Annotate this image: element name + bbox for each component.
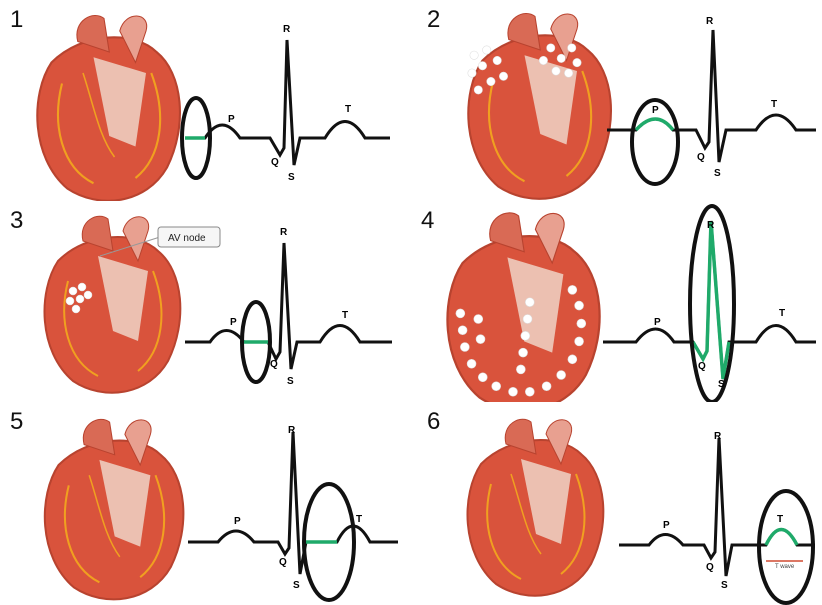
p-label: P: [652, 105, 659, 116]
r-label: R: [707, 220, 715, 231]
heart-illustration: [45, 419, 184, 599]
panel-6: 6 T wave P R Q S T: [411, 402, 822, 605]
panel-2-graphics: P R Q S T: [411, 0, 822, 201]
t-label: T: [779, 308, 785, 319]
ecg-line: [607, 30, 816, 162]
p-label: P: [663, 520, 670, 531]
ecg-trace: P R Q S T: [607, 16, 816, 184]
q-label: Q: [698, 361, 706, 372]
s-label: S: [718, 379, 725, 390]
t-label: T: [342, 310, 348, 321]
t-label: T: [777, 514, 783, 525]
highlighted-segment: [693, 221, 729, 379]
r-label: R: [283, 24, 291, 35]
panel-5: 5 P R Q S T: [0, 402, 411, 605]
panel-3-graphics: AV node P R Q S T: [0, 201, 411, 402]
p-label: P: [654, 317, 661, 328]
q-label: Q: [279, 557, 287, 568]
s-label: S: [721, 580, 728, 591]
t-label: T: [356, 514, 362, 525]
s-label: S: [287, 376, 294, 387]
s-label: S: [293, 580, 300, 591]
panel-6-graphics: T wave P R Q S T: [411, 402, 822, 605]
q-label: Q: [270, 359, 278, 370]
t-wave-note: T wave: [775, 564, 795, 570]
ecg-line: [185, 243, 392, 369]
ecg-trace: P R Q S T: [188, 425, 398, 600]
heart-illustration: [37, 16, 180, 201]
ecg-line: [185, 40, 390, 165]
panel-number: 6: [427, 408, 440, 436]
panel-number: 2: [427, 6, 440, 34]
p-label: P: [230, 317, 237, 328]
heart-illustration: [468, 14, 611, 199]
q-label: Q: [697, 152, 705, 163]
ecg-trace: T wave P R Q S T: [619, 431, 815, 603]
panel-4-graphics: P R Q S T: [411, 201, 822, 402]
r-label: R: [288, 425, 296, 436]
panel-5-graphics: P R Q S T: [0, 402, 411, 605]
t-label: T: [345, 104, 351, 115]
ecg-trace: P R Q S T: [182, 24, 390, 183]
ecg-line: [619, 438, 815, 576]
panel-2: 2 P R: [411, 0, 822, 201]
r-label: R: [714, 431, 722, 442]
q-label: Q: [271, 157, 279, 168]
panel-number: 1: [10, 6, 23, 34]
highlight-ellipse: [759, 491, 813, 603]
p-label: P: [234, 516, 241, 527]
heart-illustration: [467, 419, 603, 595]
heart-illustration: [447, 213, 599, 402]
ecg-trace: P R Q S T: [603, 206, 816, 402]
ecg-trace: P R Q S T: [185, 227, 392, 387]
highlighted-segment: [766, 530, 797, 546]
q-label: Q: [706, 562, 714, 573]
t-label: T: [771, 99, 777, 110]
panel-3: 3 AV node P: [0, 201, 411, 402]
s-label: S: [288, 172, 295, 183]
panel-number: 3: [10, 207, 23, 235]
callout-label: AV node: [168, 233, 206, 244]
panel-number: 5: [10, 408, 23, 436]
panel-1: 1 P R Q S T: [0, 0, 411, 201]
panel-4: 4: [411, 201, 822, 402]
r-label: R: [706, 16, 714, 27]
p-label: P: [228, 114, 235, 125]
highlighted-segment: [636, 119, 673, 130]
s-label: S: [714, 168, 721, 179]
panel-number: 4: [421, 207, 434, 235]
r-label: R: [280, 227, 288, 238]
panel-1-graphics: P R Q S T: [0, 0, 411, 201]
ecg-line: [188, 432, 398, 574]
